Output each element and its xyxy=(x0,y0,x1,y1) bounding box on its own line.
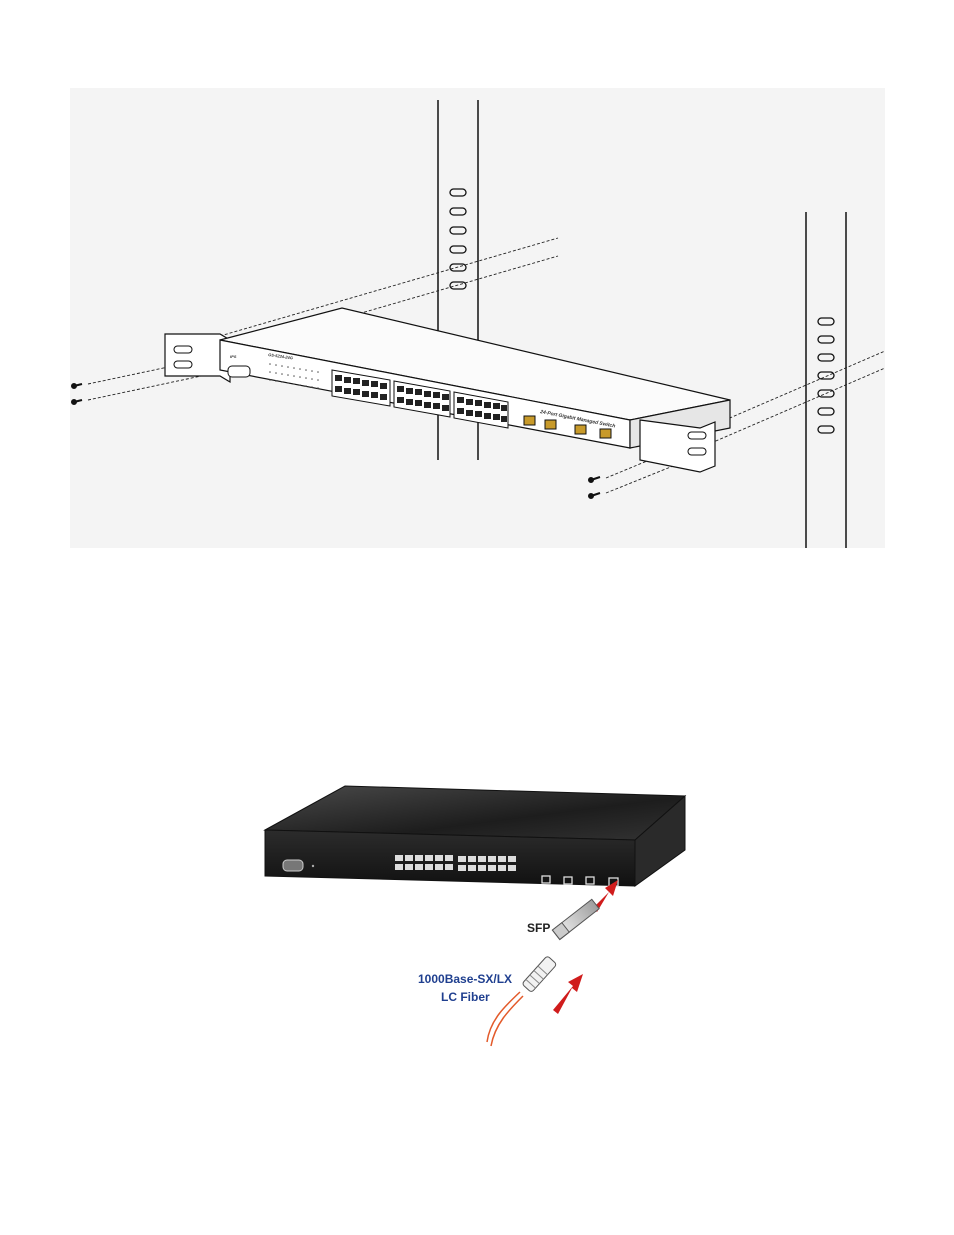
fiber-label-line1: 1000Base-SX/LX xyxy=(418,972,512,986)
rack-mount-illustration: IPS GS-5224-24G 24-Port Gigabit Managed … xyxy=(70,88,885,548)
sfp-installation-diagram: SFP 1000Base-SX/LX LC Fiber xyxy=(255,780,705,1055)
right-rack-rail xyxy=(806,212,846,548)
console-port xyxy=(228,366,250,377)
switch-unit xyxy=(265,786,685,886)
lc-fiber-connector xyxy=(487,956,557,1046)
console-port xyxy=(283,860,303,871)
rack-mount-diagram: IPS GS-5224-24G 24-Port Gigabit Managed … xyxy=(70,88,885,548)
fiber-label-line2: LC Fiber xyxy=(441,990,490,1004)
brand-logo: IPS xyxy=(230,354,237,359)
sfp-label: SFP xyxy=(527,921,550,935)
right-mounting-bracket xyxy=(640,420,715,472)
sfp-module xyxy=(552,899,599,939)
sfp-installation-illustration: SFP 1000Base-SX/LX LC Fiber xyxy=(255,780,705,1055)
insert-arrow-bottom xyxy=(553,974,583,1014)
